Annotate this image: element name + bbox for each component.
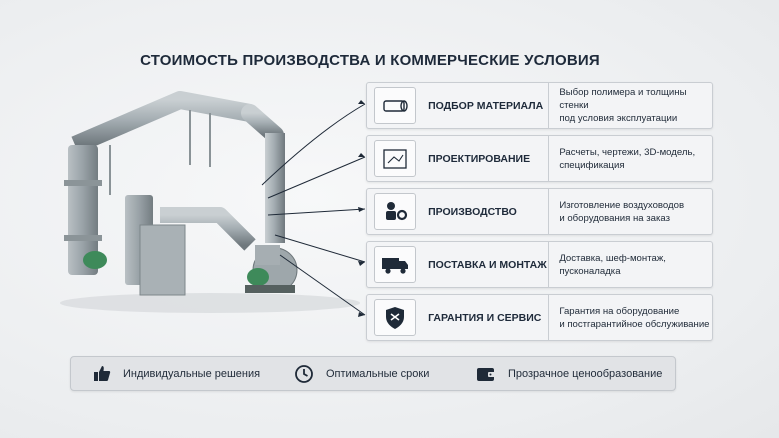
pipe-icon xyxy=(374,87,417,124)
step-description: Доставка, шеф-монтаж, пусконаладка xyxy=(549,252,712,278)
wallet-icon xyxy=(477,367,495,381)
step-desc-line: Расчеты, чертежи, 3D-модель, xyxy=(559,146,696,158)
step-heading: ГАРАНТИЯ И СЕРВИС xyxy=(416,295,550,340)
gears-worker-icon xyxy=(374,193,417,230)
step-desc-line: под условия эксплуатации xyxy=(559,113,678,124)
thumbs-up-icon xyxy=(94,365,111,381)
blueprint-icon xyxy=(374,140,417,177)
step-desc-line: и постгарантийное обслуживание xyxy=(559,318,710,330)
feature-label: Прозрачное ценообразование xyxy=(508,367,663,380)
step-desc-line: Выбор полимера и толщины стенки xyxy=(559,87,687,111)
step-description: Гарантия на оборудование и постгарантийн… xyxy=(549,305,712,331)
step-description: Выбор полимера и толщины стенки под усло… xyxy=(549,86,712,125)
step-desc-line: спецификация xyxy=(559,159,625,171)
step-desc-line: пусконаладка xyxy=(559,265,621,277)
feature-individual: Индивидуальные решения xyxy=(93,357,260,390)
step-warranty: ГАРАНТИЯ И СЕРВИС Гарантия на оборудован… xyxy=(366,294,713,341)
features-bar: Индивидуальные решения Оптимальные сроки… xyxy=(70,356,676,391)
step-delivery: ПОСТАВКА И МОНТАЖ Доставка, шеф-монтаж, … xyxy=(366,241,713,288)
step-description: Изготовление воздуховодов и оборудования… xyxy=(549,199,712,225)
feature-label: Индивидуальные решения xyxy=(123,367,261,380)
step-heading: ПОСТАВКА И МОНТАЖ xyxy=(416,242,550,287)
step-heading: ПРОИЗВОДСТВО xyxy=(416,189,550,234)
truck-icon xyxy=(374,246,417,283)
page-title: СТОИМОСТЬ ПРОИЗВОДСТВА И КОММЕРЧЕСКИЕ УС… xyxy=(140,52,600,69)
step-desc-line: и оборудования на заказ xyxy=(559,212,671,224)
ventilation-system-illustration xyxy=(60,91,360,313)
step-desc-line: Изготовление воздуховодов xyxy=(559,199,685,211)
step-heading: ПРОЕКТИРОВАНИЕ xyxy=(416,136,550,181)
step-heading: ПОДБОР МАТЕРИАЛА xyxy=(416,83,550,128)
step-description: Расчеты, чертежи, 3D-модель, спецификаци… xyxy=(549,146,712,172)
feature-pricing: Прозрачное ценообразование xyxy=(476,357,662,390)
feature-deadlines: Оптимальные сроки xyxy=(294,357,429,390)
shield-tools-icon xyxy=(374,299,417,336)
step-desc-line: Доставка, шеф-монтаж, xyxy=(559,252,666,264)
step-material: ПОДБОР МАТЕРИАЛА Выбор полимера и толщин… xyxy=(366,82,713,129)
step-desc-line: Гарантия на оборудование xyxy=(559,305,680,317)
clock-icon xyxy=(295,364,313,383)
step-production: ПРОИЗВОДСТВО Изготовление воздуховодов и… xyxy=(366,188,713,235)
step-design: ПРОЕКТИРОВАНИЕ Расчеты, чертежи, 3D-моде… xyxy=(366,135,713,182)
feature-label: Оптимальные сроки xyxy=(326,367,430,380)
